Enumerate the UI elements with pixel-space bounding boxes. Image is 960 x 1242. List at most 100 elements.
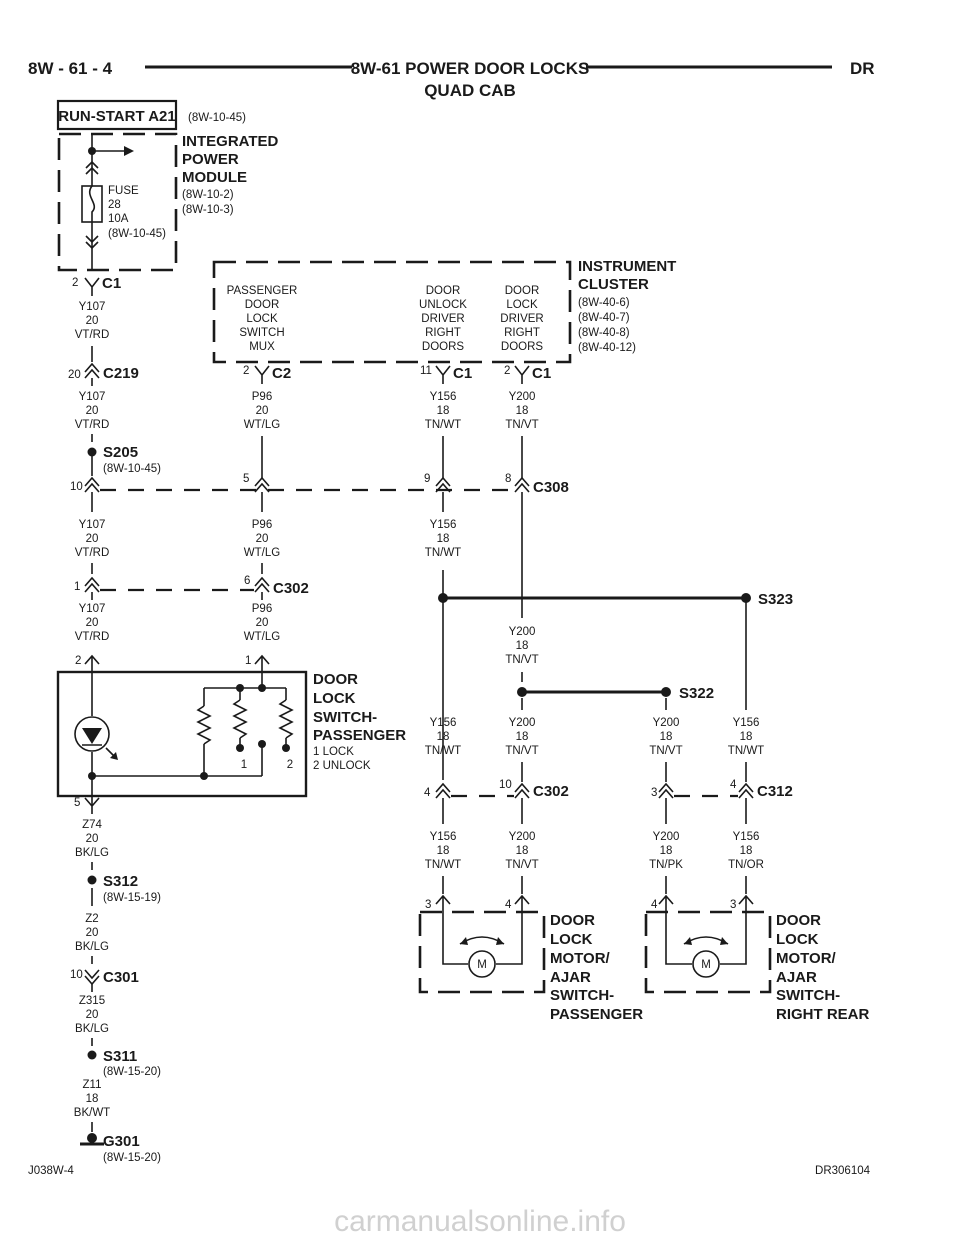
fuse-label: FUSE bbox=[108, 185, 139, 197]
wire-p96-c-1: P96 bbox=[252, 603, 272, 615]
wire-y107-c-3: VT/RD bbox=[75, 547, 110, 559]
motor2-name-2: LOCK bbox=[776, 931, 819, 948]
cluster-pin-label-mux-2: DOOR bbox=[245, 299, 280, 311]
wire-y107-d-2: 20 bbox=[86, 617, 99, 629]
pin-c308-5: 5 bbox=[243, 473, 249, 485]
pin-switch-1: 1 bbox=[245, 655, 251, 667]
wire-y200-c-2: 18 bbox=[516, 731, 529, 743]
cluster-pin-label-lock-2: LOCK bbox=[506, 299, 538, 311]
wire-y200-b-2: 18 bbox=[516, 640, 529, 652]
cluster-name-2: CLUSTER bbox=[578, 276, 649, 293]
motor1-name-6: PASSENGER bbox=[550, 1006, 643, 1023]
pin-cluster-c1-2: 2 bbox=[504, 365, 510, 377]
motor2-name-6: RIGHT REAR bbox=[776, 1006, 870, 1023]
motor1-name-3: MOTOR/ bbox=[550, 950, 611, 967]
splice-s312 bbox=[87, 875, 97, 885]
wire-z315-2: 20 bbox=[86, 1009, 99, 1021]
cluster-pin-label-lock-5: DOORS bbox=[501, 341, 544, 353]
motor1-name-2: LOCK bbox=[550, 931, 593, 948]
fuse-number: 28 bbox=[108, 199, 121, 211]
pin-c302-10: 10 bbox=[499, 779, 512, 791]
wire-y156-c-3: TN/WT bbox=[425, 745, 461, 757]
wire-y107-c-1: Y107 bbox=[79, 519, 106, 531]
cluster-ref-2: (8W-40-7) bbox=[578, 312, 630, 324]
switch-name-1: DOOR bbox=[313, 671, 358, 688]
wire-y156-c-1: Y156 bbox=[430, 717, 457, 729]
connector-c312: C312 bbox=[757, 783, 793, 800]
wire-p96-a-1: P96 bbox=[252, 391, 272, 403]
splice-s322-label: S322 bbox=[679, 685, 714, 702]
pin-switch-2: 2 bbox=[75, 655, 81, 667]
switch-legend-lock: 1 LOCK bbox=[313, 746, 354, 758]
footer-right-code: DR306104 bbox=[815, 1165, 871, 1177]
connector-c301: C301 bbox=[103, 969, 139, 986]
pin-c219: 20 bbox=[68, 369, 81, 381]
pin-c308-8: 8 bbox=[505, 473, 511, 485]
wire-y200-a-2: 18 bbox=[516, 405, 529, 417]
wire-y156-e-1: Y156 bbox=[430, 831, 457, 843]
pin-c308-10: 10 bbox=[70, 481, 83, 493]
fuse-rating: 10A bbox=[108, 213, 129, 225]
switch-contact-2: 2 bbox=[287, 759, 293, 771]
resistor-r3-icon bbox=[278, 699, 294, 739]
pin-motor1-4: 4 bbox=[505, 899, 512, 911]
motor1-symbol: M bbox=[477, 959, 487, 971]
wire-p96-b-1: P96 bbox=[252, 519, 272, 531]
splice-s312-ref: (8W-15-19) bbox=[103, 892, 161, 904]
switch-name-3: SWITCH- bbox=[313, 709, 377, 726]
wire-y107-b-2: 20 bbox=[86, 405, 99, 417]
cluster-pin-label-unlock-1: DOOR bbox=[426, 285, 461, 297]
pin-motor1-3: 3 bbox=[425, 899, 431, 911]
pin-c312-4: 4 bbox=[730, 779, 737, 791]
splice-s205 bbox=[87, 447, 97, 457]
connector-c219: C219 bbox=[103, 365, 139, 382]
ipm-name-3: MODULE bbox=[182, 169, 247, 186]
pin-switch-5: 5 bbox=[74, 797, 80, 809]
wire-y107-a-2: 20 bbox=[86, 315, 99, 327]
motor1-icon bbox=[468, 950, 496, 978]
cluster-pin-label-unlock-2: UNLOCK bbox=[419, 299, 467, 311]
wire-y107-d-1: Y107 bbox=[79, 603, 106, 615]
wire-y200-a-3: TN/VT bbox=[505, 419, 538, 431]
resistor-r2-icon bbox=[232, 699, 248, 739]
splice-s322 bbox=[661, 687, 671, 697]
wire-z74-2: 20 bbox=[86, 833, 99, 845]
pin-motor2-4: 4 bbox=[651, 899, 658, 911]
cluster-ref-3: (8W-40-8) bbox=[578, 327, 630, 339]
ground-g301-icon bbox=[87, 1133, 97, 1143]
wire-z315-1: Z315 bbox=[79, 995, 105, 1007]
pin-ipm-c1: 2 bbox=[72, 277, 78, 289]
connector-ipm-c1: C1 bbox=[102, 275, 121, 292]
switch-contact-1: 1 bbox=[241, 759, 247, 771]
pin-c308-9: 9 bbox=[424, 473, 430, 485]
connector-cluster-c1-b: C1 bbox=[532, 365, 551, 382]
cluster-name-1: INSTRUMENT bbox=[578, 258, 676, 275]
connector-cluster-c1-a: C1 bbox=[453, 365, 472, 382]
wire-y156-b-1: Y156 bbox=[430, 519, 457, 531]
motor2-icon bbox=[692, 950, 720, 978]
cluster-box bbox=[212, 260, 572, 364]
pin-c312-3: 3 bbox=[651, 787, 657, 799]
wire-y107-c-2: 20 bbox=[86, 533, 99, 545]
wire-y107-a-1: Y107 bbox=[79, 301, 106, 313]
motor2-name-4: AJAR bbox=[776, 969, 817, 986]
wire-y156-b-2: 18 bbox=[437, 533, 450, 545]
wire-y107-d-3: VT/RD bbox=[75, 631, 110, 643]
wire-y200pk-2: 18 bbox=[660, 845, 673, 857]
wire-y156or-2: 18 bbox=[740, 845, 753, 857]
motor1-name-1: DOOR bbox=[550, 912, 595, 929]
cluster-pin-label-mux-4: SWITCH bbox=[239, 327, 284, 339]
wire-p96-b-2: 20 bbox=[256, 533, 269, 545]
splice-s312-label: S312 bbox=[103, 873, 138, 890]
wire-y156-a-1: Y156 bbox=[430, 391, 457, 403]
motor1-name-4: AJAR bbox=[550, 969, 591, 986]
door-lock-switch-box bbox=[56, 670, 308, 798]
ipm-ref-2: (8W-10-3) bbox=[182, 204, 234, 216]
ipm-name-1: INTEGRATED bbox=[182, 133, 279, 150]
wire-y200-d-1: Y200 bbox=[653, 717, 680, 729]
pin-cluster-c2: 2 bbox=[243, 365, 249, 377]
wire-y156-a-3: TN/WT bbox=[425, 419, 461, 431]
motor1-box bbox=[418, 910, 546, 994]
